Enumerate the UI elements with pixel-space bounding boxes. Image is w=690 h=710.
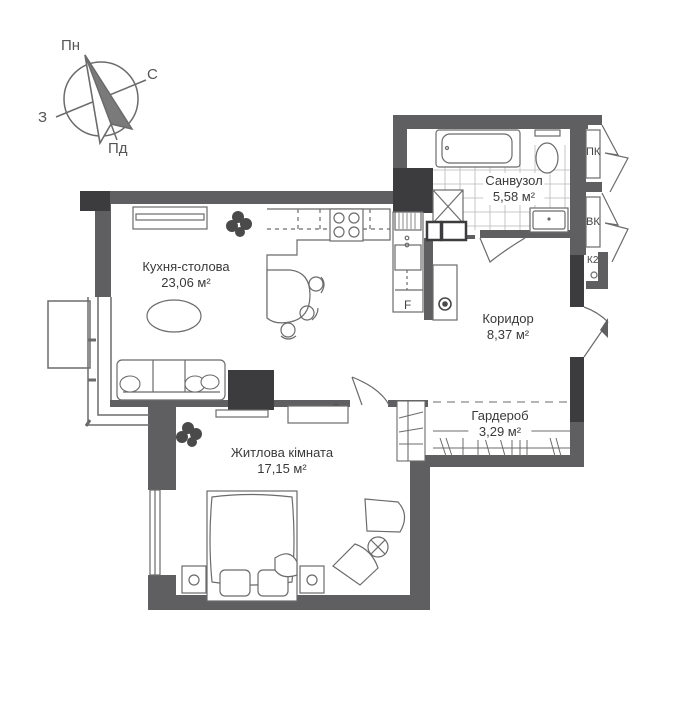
room-area: 17,15 м² (257, 461, 307, 476)
room-area: 8,37 м² (486, 327, 530, 342)
shaft-doors (585, 124, 629, 279)
room-corridor: Коридор 8,37 м² (482, 311, 533, 343)
kitchen-fixtures (116, 206, 458, 401)
compass-icon (55, 54, 147, 146)
room-kitchen: Кухня-столова 23,06 м² (142, 259, 229, 291)
plant-icon (176, 211, 252, 447)
tag-k2: К2 (587, 255, 599, 266)
compass-west-label: З (38, 109, 48, 126)
room-name: Житлова кімната (230, 445, 334, 460)
wardrobe-fixtures (396, 400, 570, 462)
shaft-boxes (425, 220, 468, 242)
walls-dark (80, 168, 584, 422)
room-bathroom: Санвузол 5,58 м² (483, 173, 545, 205)
compass-south-label: Пд (108, 140, 128, 157)
sofa-cushions (119, 374, 220, 393)
compass-north-label: Пн (61, 37, 81, 54)
room-name: Гардероб (471, 408, 529, 423)
bathroom-fixtures (432, 129, 570, 263)
entry-door (583, 306, 609, 358)
tag-fridge: F (404, 298, 412, 312)
room-area: 23,06 м² (161, 275, 211, 290)
room-living: Житлова кімната 17,15 м² (231, 445, 333, 477)
tag-pk: ПК (586, 146, 601, 158)
balcony (47, 297, 150, 427)
bedroom-window (149, 489, 161, 576)
room-area: 3,29 м² (478, 424, 522, 439)
tag-vk: ВК (586, 216, 600, 228)
room-name: Санвузол (485, 173, 543, 188)
compass-east-label: С (147, 66, 158, 83)
bedroom-fixtures (181, 376, 406, 602)
room-name: Коридор (482, 311, 534, 326)
room-wardrobe: Гардероб 3,29 м² (468, 408, 532, 440)
room-area: 5,58 м² (492, 189, 536, 204)
room-name: Кухня-столова (142, 259, 230, 274)
